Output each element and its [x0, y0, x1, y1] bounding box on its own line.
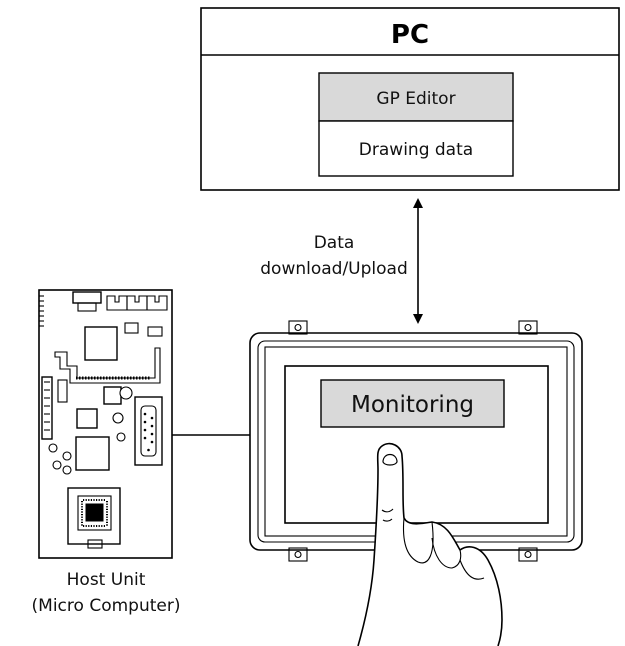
host-label-line2: (Micro Computer)	[32, 596, 181, 616]
pc-box: PC GP Editor Drawing data	[200, 7, 620, 191]
pointing-hand-icon	[357, 442, 503, 646]
top-connectors	[72, 291, 168, 312]
monitoring-display	[320, 379, 505, 428]
cpu-chip-icon	[67, 487, 121, 549]
pc-title: PC	[391, 20, 429, 50]
gp-editor-header	[318, 72, 514, 122]
host-unit-board	[38, 289, 173, 559]
drawing-data-box	[318, 120, 514, 177]
edge-connector	[39, 295, 44, 327]
serial-port-icon	[134, 396, 163, 466]
panel-inner-bezel	[257, 340, 575, 543]
mount-hole-icon	[524, 323, 532, 332]
gp-editor-label: GP Editor	[376, 89, 455, 109]
link-label-line1: Data	[314, 233, 355, 253]
mount-tab-top-right	[518, 320, 538, 335]
main-chip	[84, 326, 118, 361]
drawing-data-label: Drawing data	[359, 140, 473, 160]
gp-editor-block: GP Editor Drawing data	[318, 72, 514, 177]
link-label-line2: download/Upload	[260, 259, 408, 279]
panel-frame	[264, 346, 568, 537]
mount-tab-bottom-right	[518, 547, 538, 562]
monitoring-label: Monitoring	[351, 392, 474, 418]
mount-hole-icon	[294, 550, 302, 559]
data-transfer-link: Data download/Upload	[260, 198, 423, 324]
mount-hole-icon	[524, 550, 532, 559]
mount-hole-icon	[294, 323, 302, 332]
pc-outer-frame	[200, 7, 620, 191]
host-label-line1: Host Unit	[67, 570, 146, 590]
side-connector	[41, 376, 53, 440]
mount-tab-top-left	[288, 320, 308, 335]
mount-tab-bottom-left	[288, 547, 308, 562]
pin-strip	[54, 347, 161, 384]
